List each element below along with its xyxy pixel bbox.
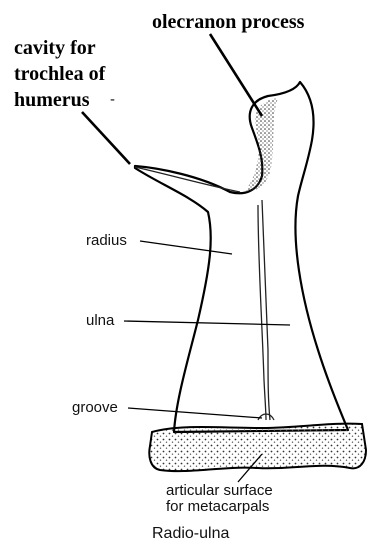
label-groove: groove (72, 399, 118, 416)
radio-ulna-bone (135, 82, 348, 432)
label-cavity-line3: humerus (14, 89, 90, 111)
articular-surface (149, 424, 366, 472)
figure-caption: Radio-ulna (152, 525, 229, 542)
label-olecranon-process: olecranon process (152, 11, 305, 33)
leader-olecranon (210, 34, 262, 116)
label-cavity-line1: cavity for (14, 37, 96, 59)
leader-cavity (82, 112, 130, 164)
label-articular-line2: for metacarpals (166, 498, 269, 515)
label-radius: radius (86, 232, 127, 249)
label-ulna: ulna (86, 312, 115, 329)
label-cavity-line2: trochlea of (14, 63, 106, 85)
label-cavity-mark: - (110, 91, 115, 108)
label-articular-line1: articular surface (166, 482, 273, 499)
